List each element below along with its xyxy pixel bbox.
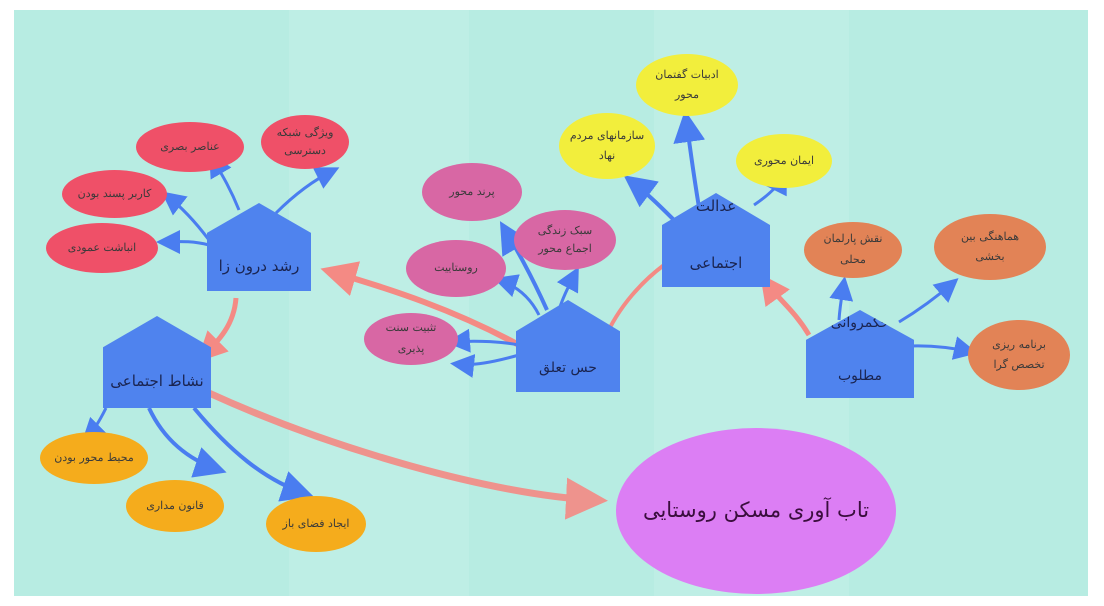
label-user-friendly: کاربر پسند بودن — [77, 186, 152, 200]
hub-social-justice-line2: اجتماعی — [689, 253, 743, 272]
label-rural-housing-resilience: تاب آوری مسکن روستایی — [642, 498, 870, 523]
hub-sense-of-belonging-label: حس تعلق — [539, 360, 597, 376]
edge-belonging-bird — [499, 221, 549, 311]
node-user-friendly: کاربر پسند بودن — [62, 170, 167, 218]
node-rule-of-law: قانون مداری — [126, 480, 224, 532]
node-environment-centered: محیط محور بودن — [40, 432, 148, 484]
edge-belonging-to-growth — [320, 261, 521, 348]
label-faith-orientation: ایمان محوری — [754, 153, 815, 167]
node-tradition-acceptance: تثبیت سنت پذیری — [364, 313, 458, 365]
label-planning-line1: برنامه ریزی — [992, 338, 1046, 352]
diagram-canvas: تاب آوری مسکن روستایی عناصر بصری ویژگی ش… — [14, 10, 1088, 596]
edge-governance-planning — [908, 336, 978, 360]
label-coordination-line2: بخشی — [975, 250, 1005, 263]
edge-belonging-rurality — [493, 274, 541, 316]
edge-activity-to-resilience — [207, 389, 608, 520]
label-lifestyle-line1: سبک زندگی — [537, 224, 593, 238]
hub-social-justice-line1: عدالت — [695, 196, 737, 215]
label-visual-elements: عناصر بصری — [160, 139, 220, 153]
edge-growth-vertical — [156, 229, 210, 254]
label-tradition-acceptance: تثبیت سنت پذیری — [385, 321, 437, 355]
node-rural-housing-resilience: تاب آوری مسکن روستایی — [616, 428, 896, 594]
label-network-line1: ویژگی شبکه — [276, 126, 334, 140]
node-intersectoral-coordination: هماهنگی بین بخشی — [934, 214, 1046, 280]
edge-activity-openspace — [192, 406, 314, 502]
label-planning-line2: تخصص گرا — [993, 358, 1045, 371]
edge-governance-coordination — [898, 278, 959, 324]
label-open-space: ایجاد فضای باز — [282, 516, 350, 530]
label-literature-line1: ادبیات گفتمان — [655, 68, 719, 82]
edge-growth-user — [161, 191, 211, 241]
node-ngos: سازمانهای مردم نهاد — [559, 113, 655, 179]
node-specialized-planning: برنامه ریزی تخصص گرا — [968, 320, 1070, 390]
label-ngos-line2: نهاد — [598, 149, 616, 162]
hub-good-governance-line2: مطلوب — [837, 368, 883, 385]
edges-layer — [81, 110, 978, 520]
label-environment-centered: محیط محور بودن — [54, 450, 134, 464]
node-rurality: روستاییت — [406, 240, 506, 297]
edge-governance-parliament — [829, 276, 854, 321]
hub-social-activity-label: نشاط اجتماعی — [110, 372, 204, 390]
label-bird-oriented: پرند محور — [449, 184, 495, 198]
node-open-space-creation: ایجاد فضای باز — [266, 496, 366, 552]
node-local-parliament-role: نقش پارلمان محلی — [804, 222, 902, 278]
label-network-line2: دسترسی — [284, 144, 326, 157]
hub-good-governance-line1: حکمروانی — [830, 315, 890, 332]
edge-governance-to-justice — [760, 273, 812, 337]
edge-belonging-tradition — [446, 328, 520, 353]
node-faith-orientation: ایمان محوری — [736, 134, 832, 188]
edge-growth-network — [274, 167, 340, 215]
node-visual-elements: عناصر بصری — [136, 122, 244, 172]
label-coordination-line1: هماهنگی بین — [960, 230, 1020, 244]
label-ngos-line1: سازمانهای مردم — [569, 129, 645, 143]
node-bird-oriented: پرند محور — [422, 163, 522, 221]
label-literature-line2: محور — [675, 88, 699, 101]
edge-belonging-tradition-2 — [450, 353, 520, 378]
edge-activity-law — [147, 407, 227, 478]
label-rurality: روستاییت — [434, 261, 478, 275]
label-vertical-accumulation: انباشت عمودی — [67, 240, 137, 254]
hub-endogenous-growth-label: رشد درون زا — [218, 257, 300, 275]
label-local-parliament: نقش پارلمان محلی — [823, 232, 883, 266]
label-rule-of-law: قانون مداری — [146, 498, 204, 512]
node-vertical-accumulation: انباشت عمودی — [46, 223, 158, 273]
node-community-lifestyle: سبک زندگی اجماع محور — [514, 210, 616, 270]
label-lifestyle-line2: اجماع محور — [538, 242, 592, 255]
node-network-access-features: ویژگی شبکه دسترسی — [261, 115, 349, 169]
node-discourse-literature: ادبیات گفتمان محور — [636, 54, 738, 116]
